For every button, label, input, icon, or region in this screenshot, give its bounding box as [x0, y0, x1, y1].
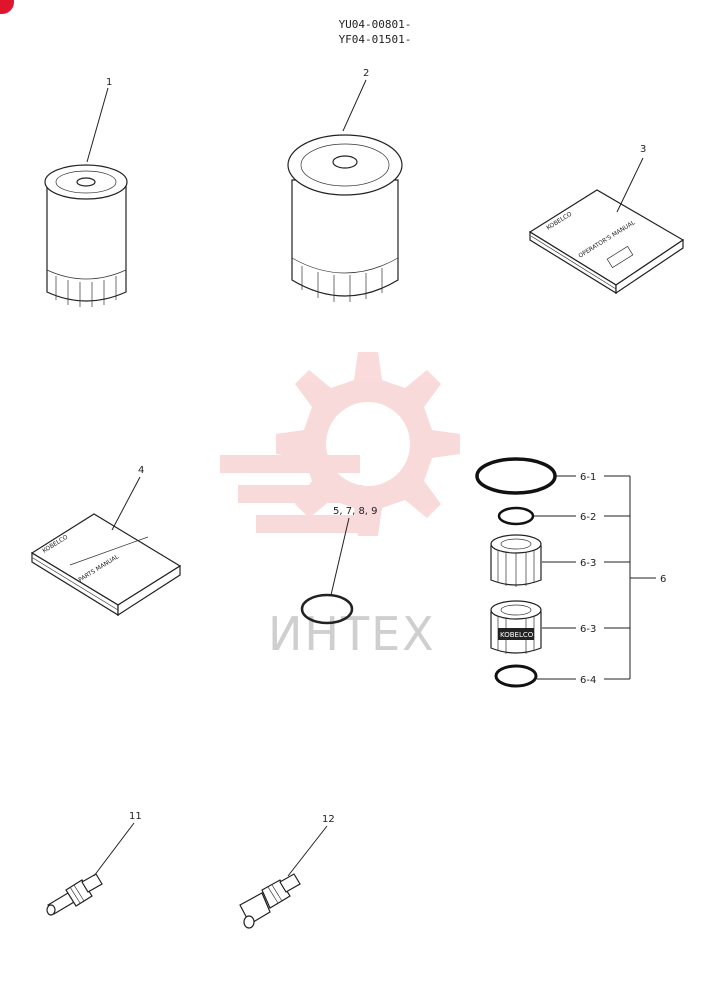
serial-number-2: YF04-01501-	[338, 33, 412, 46]
callout-2: 2	[363, 68, 369, 79]
callout-6-3a: 6-3	[580, 558, 596, 569]
part-6-3-element-lower: KOBELCO	[490, 600, 542, 654]
part-5-7-8-9-o-ring	[300, 593, 354, 625]
serial-number-1: YU04-00801-	[338, 18, 412, 31]
part-11-straight-fitting	[46, 873, 103, 916]
callout-3: 3	[640, 144, 646, 155]
part-1-oil-filter	[44, 164, 128, 307]
leader-line-3	[616, 157, 644, 213]
group-bracket-6	[604, 475, 656, 680]
callout-11: 11	[129, 811, 142, 822]
leader-line-2	[342, 79, 367, 132]
callout-6-4: 6-4	[580, 675, 596, 686]
leader-line-12	[287, 825, 328, 877]
part-2-fuel-filter	[287, 134, 403, 302]
callout-12: 12	[322, 814, 335, 825]
watermark-text: ИНТЕХ	[268, 607, 436, 661]
part-4-parts-manual: KOBELCO PARTS MANUAL	[30, 513, 182, 617]
callout-6-1: 6-1	[580, 472, 596, 483]
callout-5-7-8-9: 5, 7, 8, 9	[333, 506, 378, 517]
part-6-4-bottom-ring	[494, 664, 538, 688]
leader-line-11	[93, 822, 135, 877]
part-6-2-small-ring	[497, 506, 535, 526]
part-3-operators-manual: KOBELCO OPERATOR'S MANUAL	[528, 189, 685, 295]
corner-red-mark	[0, 0, 14, 14]
callout-6-2: 6-2	[580, 512, 596, 523]
watermark-gear-logo	[220, 352, 460, 536]
element-brand-label: KOBELCO	[500, 631, 534, 639]
leader-line-1	[86, 87, 109, 163]
part-6-3-element-upper	[490, 534, 542, 587]
leader-line-4	[111, 476, 141, 531]
leader-line-5-9	[330, 517, 350, 596]
callout-6-3b: 6-3	[580, 624, 596, 635]
part-12-elbow-fitting	[239, 873, 301, 929]
part-6-1-large-ring	[475, 457, 557, 495]
callout-6: 6	[660, 574, 666, 585]
callout-4: 4	[138, 465, 144, 476]
callout-1: 1	[106, 77, 112, 88]
